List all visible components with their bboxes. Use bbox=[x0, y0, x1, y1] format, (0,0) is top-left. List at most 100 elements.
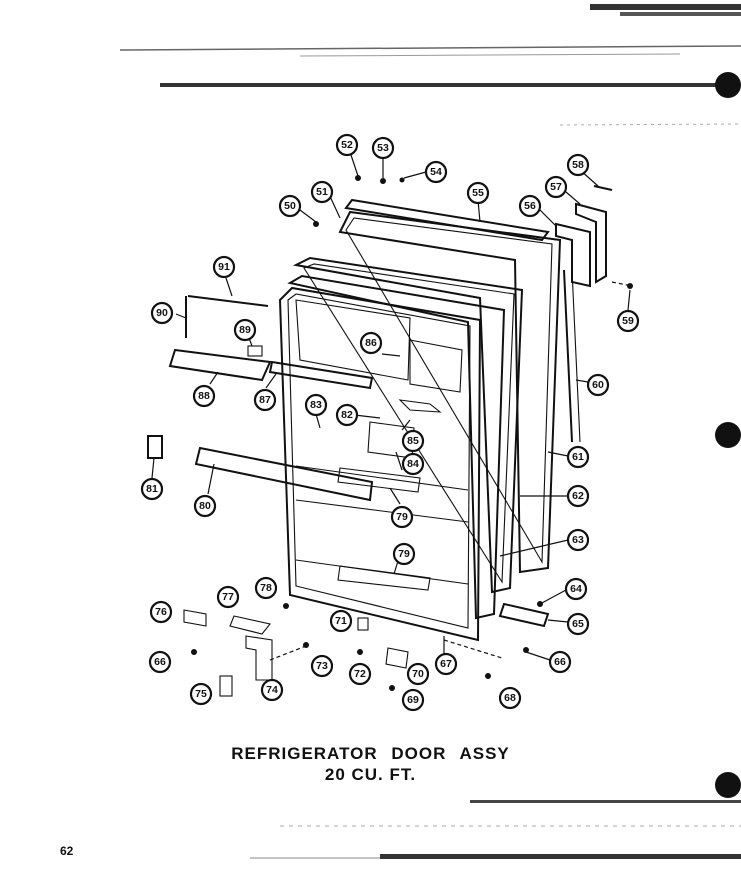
callout-58: 58 bbox=[566, 153, 590, 177]
svg-text:53: 53 bbox=[377, 142, 389, 154]
callout-85: 85 bbox=[401, 429, 425, 453]
svg-text:59: 59 bbox=[622, 315, 634, 327]
callout-65: 65 bbox=[566, 612, 590, 636]
svg-text:68: 68 bbox=[504, 692, 516, 704]
svg-text:57: 57 bbox=[550, 181, 562, 193]
callout-75: 75 bbox=[189, 682, 213, 706]
callout-74: 74 bbox=[260, 678, 284, 702]
svg-text:61: 61 bbox=[572, 451, 584, 463]
callout-79-upper: 79 bbox=[390, 505, 414, 529]
diagram-subtitle: 20 CU. FT. bbox=[324, 765, 417, 784]
svg-text:85: 85 bbox=[407, 435, 419, 447]
callout-79-lower: 79 bbox=[392, 542, 416, 566]
svg-text:79: 79 bbox=[396, 511, 408, 523]
callout-88: 88 bbox=[192, 384, 216, 408]
svg-text:51: 51 bbox=[316, 186, 328, 198]
callout-71: 71 bbox=[329, 609, 353, 633]
callout-62: 62 bbox=[566, 484, 590, 508]
svg-text:52: 52 bbox=[341, 139, 353, 151]
callout-50: 50 bbox=[278, 194, 302, 218]
callout-70: 70 bbox=[406, 662, 430, 686]
svg-text:66: 66 bbox=[154, 656, 166, 668]
callout-67: 67 bbox=[434, 652, 458, 676]
callout-63: 63 bbox=[566, 528, 590, 552]
callout-66-right: 66 bbox=[548, 650, 572, 674]
svg-text:73: 73 bbox=[316, 660, 328, 672]
callout-87: 87 bbox=[253, 388, 277, 412]
callout-53: 53 bbox=[371, 136, 395, 160]
callout-59: 59 bbox=[616, 309, 640, 333]
svg-text:84: 84 bbox=[407, 458, 419, 470]
callout-61: 61 bbox=[566, 445, 590, 469]
svg-text:71: 71 bbox=[335, 615, 347, 627]
top-frame bbox=[344, 198, 550, 242]
callout-81: 81 bbox=[140, 477, 164, 501]
hinge-hardware bbox=[183, 602, 550, 697]
callout-84: 84 bbox=[401, 452, 425, 476]
callout-80: 80 bbox=[193, 494, 217, 518]
svg-text:56: 56 bbox=[524, 200, 536, 212]
svg-text:58: 58 bbox=[572, 159, 584, 171]
svg-text:74: 74 bbox=[266, 684, 278, 696]
right-parts bbox=[555, 185, 633, 443]
svg-text:75: 75 bbox=[195, 688, 207, 700]
svg-text:88: 88 bbox=[198, 390, 210, 402]
svg-text:66: 66 bbox=[554, 656, 566, 668]
callout-60: 60 bbox=[586, 373, 610, 397]
svg-text:50: 50 bbox=[284, 200, 296, 212]
callout-78: 78 bbox=[254, 576, 278, 600]
svg-text:82: 82 bbox=[341, 409, 353, 421]
svg-text:79: 79 bbox=[398, 548, 410, 560]
callout-52: 52 bbox=[335, 133, 359, 157]
callout-64: 64 bbox=[564, 577, 588, 601]
svg-text:86: 86 bbox=[365, 337, 377, 349]
svg-text:80: 80 bbox=[199, 500, 211, 512]
callout-66-left: 66 bbox=[148, 650, 172, 674]
svg-text:72: 72 bbox=[354, 668, 366, 680]
svg-text:81: 81 bbox=[146, 483, 158, 495]
svg-text:69: 69 bbox=[407, 694, 419, 706]
svg-text:64: 64 bbox=[570, 583, 582, 595]
callout-54: 54 bbox=[424, 160, 448, 184]
callout-55: 55 bbox=[466, 181, 490, 205]
svg-text:54: 54 bbox=[430, 166, 442, 178]
callout-51: 51 bbox=[310, 180, 334, 204]
callout-56: 56 bbox=[518, 194, 542, 218]
page-number: 62 bbox=[60, 844, 74, 858]
svg-text:63: 63 bbox=[572, 534, 584, 546]
callout-90: 90 bbox=[150, 301, 174, 325]
svg-text:55: 55 bbox=[472, 187, 484, 199]
svg-text:70: 70 bbox=[412, 668, 424, 680]
callout-76: 76 bbox=[149, 600, 173, 624]
callout-77: 77 bbox=[216, 585, 240, 609]
scan-marks bbox=[119, 4, 741, 859]
outer-door-panel bbox=[338, 210, 562, 574]
callout-69: 69 bbox=[401, 688, 425, 712]
callout-72: 72 bbox=[348, 662, 372, 686]
diagram-title: REFRIGERATOR DOOR ASSY bbox=[231, 744, 510, 763]
callout-89: 89 bbox=[233, 318, 257, 342]
callout-68: 68 bbox=[498, 686, 522, 710]
callout-83: 83 bbox=[304, 393, 328, 417]
inner-door-liner bbox=[278, 286, 482, 642]
door-rails bbox=[194, 360, 374, 502]
svg-text:83: 83 bbox=[310, 399, 322, 411]
svg-text:76: 76 bbox=[155, 606, 167, 618]
svg-text:90: 90 bbox=[156, 307, 168, 319]
svg-text:65: 65 bbox=[572, 618, 584, 630]
svg-text:91: 91 bbox=[218, 261, 230, 273]
svg-text:67: 67 bbox=[440, 658, 452, 670]
screws bbox=[191, 175, 633, 691]
svg-text:78: 78 bbox=[260, 582, 272, 594]
callout-91: 91 bbox=[212, 255, 236, 279]
callout-57: 57 bbox=[544, 175, 568, 199]
left-parts bbox=[147, 295, 272, 459]
svg-text:87: 87 bbox=[259, 394, 271, 406]
door-gaskets bbox=[287, 256, 524, 620]
svg-text:60: 60 bbox=[592, 379, 604, 391]
callout-86: 86 bbox=[359, 331, 383, 355]
svg-text:89: 89 bbox=[239, 324, 251, 336]
svg-text:77: 77 bbox=[222, 591, 234, 603]
svg-text:62: 62 bbox=[572, 490, 584, 502]
